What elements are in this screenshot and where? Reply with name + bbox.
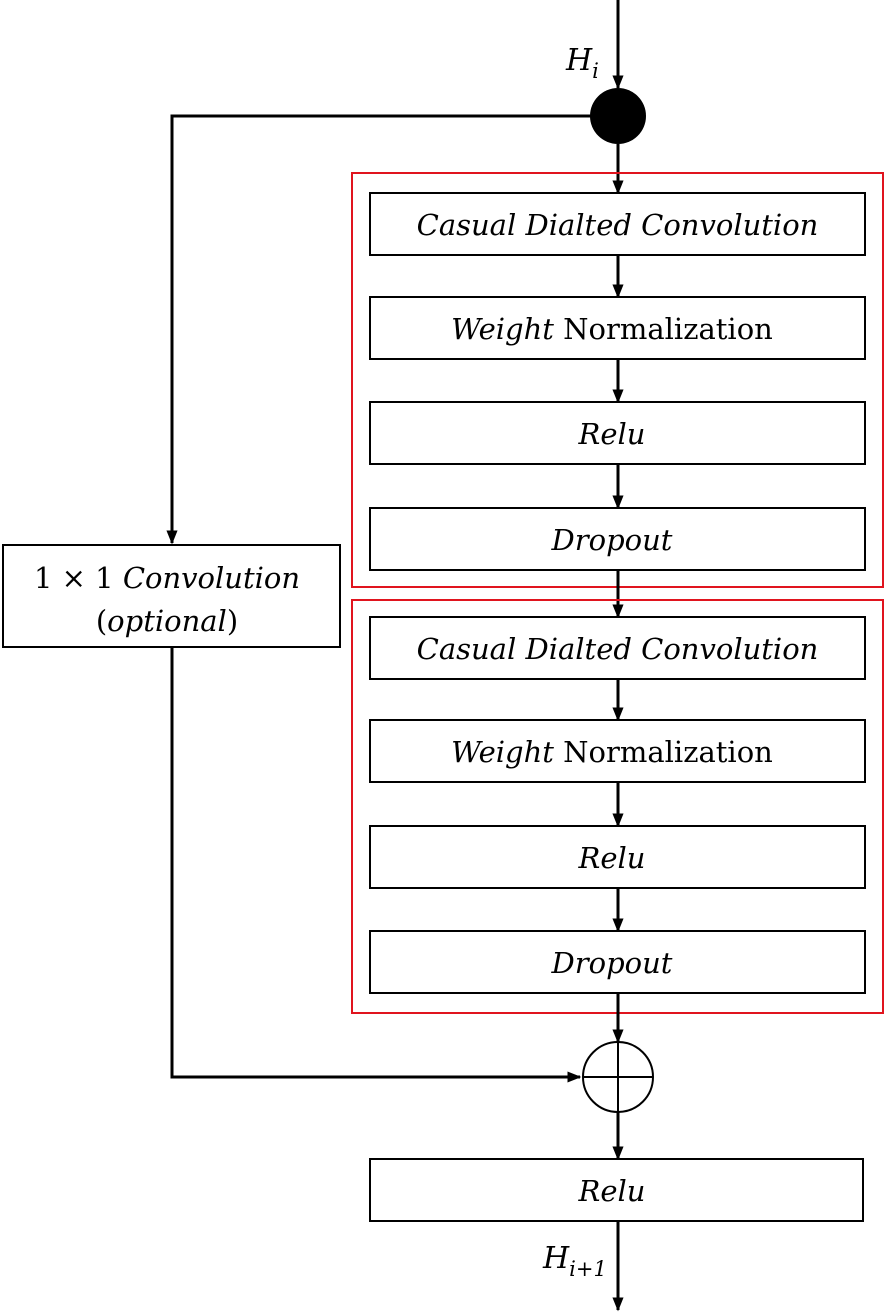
skip-connection-bottom bbox=[170, 647, 582, 1083]
skip-conv-label-line2: (optional) bbox=[96, 604, 238, 638]
layer-label: Casual Dialted Convolution bbox=[417, 208, 819, 242]
final-relu-label: Relu bbox=[578, 1174, 646, 1208]
skip-conv-label-line1: 1 × 1 Convolution bbox=[34, 561, 300, 595]
split-node bbox=[590, 88, 646, 144]
skip-conv-box bbox=[2, 544, 341, 648]
layer-label: Weight Normalization bbox=[451, 735, 773, 769]
input-label: Hi bbox=[565, 43, 599, 83]
layer-label: Dropout bbox=[551, 946, 673, 980]
layer-box bbox=[369, 192, 866, 256]
layer-box bbox=[369, 401, 866, 465]
residual-block-1: Casual Dialted Convolution Weight Normal… bbox=[369, 192, 866, 571]
final-relu-box bbox=[369, 1158, 864, 1222]
layer-box bbox=[369, 930, 866, 994]
layer-label: Dropout bbox=[551, 523, 673, 557]
layer-label: Casual Dialted Convolution bbox=[417, 632, 819, 666]
residual-block-2: Casual Dialted Convolution Weight Normal… bbox=[369, 616, 866, 994]
sum-node bbox=[582, 1041, 654, 1113]
output-label: Hi+1 bbox=[542, 1241, 607, 1281]
layer-label: Relu bbox=[578, 841, 646, 875]
layer-label: Weight Normalization bbox=[451, 312, 773, 346]
layer-box bbox=[369, 616, 866, 680]
skip-connection-top bbox=[166, 114, 592, 545]
layer-label: Relu bbox=[578, 417, 646, 451]
layer-box bbox=[369, 825, 866, 889]
